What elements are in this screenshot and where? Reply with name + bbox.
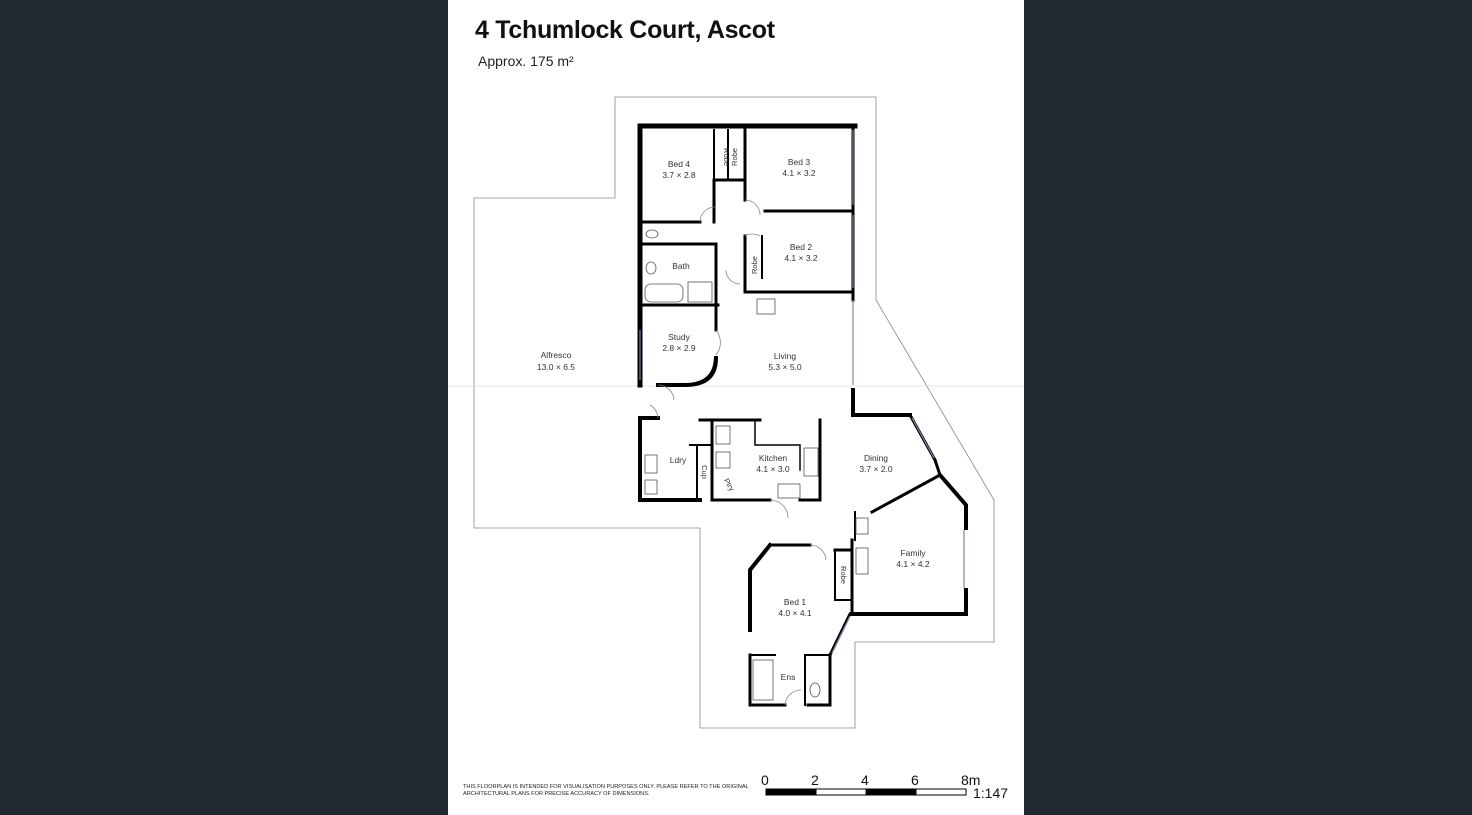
room-cup-name: Cup <box>700 465 709 479</box>
fixtures <box>644 229 869 701</box>
room-robe-c-name: Robe <box>750 256 759 274</box>
scale-tick-0: 0 <box>761 772 769 788</box>
room-kitchen-name: Kitchen <box>759 453 788 463</box>
room-alfresco-name: Alfresco <box>541 350 572 360</box>
room-alfresco-dims: 13.0 × 6.5 <box>537 362 575 372</box>
room-study-name: Study <box>668 332 690 342</box>
room-robe-b-name: Robe <box>730 148 739 166</box>
scale-tick-4: 4 <box>861 772 869 788</box>
room-dining-dims: 3.7 × 2.0 <box>859 464 893 474</box>
room-bed2-name: Bed 2 <box>790 242 812 252</box>
room-bed3-dims: 4.1 × 3.2 <box>782 168 816 178</box>
room-living-dims: 5.3 × 5.0 <box>768 362 802 372</box>
windows <box>639 130 965 654</box>
room-bed2-dims: 4.1 × 3.2 <box>784 253 818 263</box>
walls <box>637 123 968 707</box>
room-ldry-name: Ldry <box>670 455 687 465</box>
alfresco-outline <box>473 96 995 729</box>
room-bed4-name: Bed 4 <box>668 159 690 169</box>
disclaimer-text: This floorplan is intended for visualisa… <box>463 784 749 797</box>
room-ptry-name: Ptry <box>722 477 737 493</box>
room-bed3-name: Bed 3 <box>788 157 810 167</box>
room-family-name: Family <box>900 548 926 558</box>
doors <box>649 199 827 706</box>
room-bed4-dims: 3.7 × 2.8 <box>662 170 696 180</box>
room-labels: Bed 4 3.7 × 2.8 Bed 3 4.1 × 3.2 Bed 2 4.… <box>537 148 930 682</box>
scale-ratio: 1:147 <box>973 785 1009 801</box>
scale-tick-2: 2 <box>811 772 819 788</box>
room-bath-name: Bath <box>672 261 690 271</box>
scale-tick-8m: 8m <box>961 772 981 788</box>
room-bed1-name: Bed 1 <box>784 597 806 607</box>
room-robe-d-name: Robe <box>839 566 848 584</box>
room-dining-name: Dining <box>864 453 888 463</box>
room-family-dims: 4.1 × 4.2 <box>896 559 930 569</box>
room-study-dims: 2.8 × 2.9 <box>662 343 696 353</box>
room-robe-a-name: Robe <box>722 148 731 166</box>
scale-tick-6: 6 <box>911 772 919 788</box>
floorplan-sheet <box>448 0 1024 815</box>
scale-bar <box>765 788 967 796</box>
room-bed1-dims: 4.0 × 4.1 <box>778 608 812 618</box>
room-living-name: Living <box>774 351 796 361</box>
room-ens-name: Ens <box>781 672 796 682</box>
room-kitchen-dims: 4.1 × 3.0 <box>756 464 790 474</box>
floor-area: Approx. 175 m² <box>478 53 574 69</box>
property-title: 4 Tchumlock Court, Ascot <box>475 16 775 44</box>
